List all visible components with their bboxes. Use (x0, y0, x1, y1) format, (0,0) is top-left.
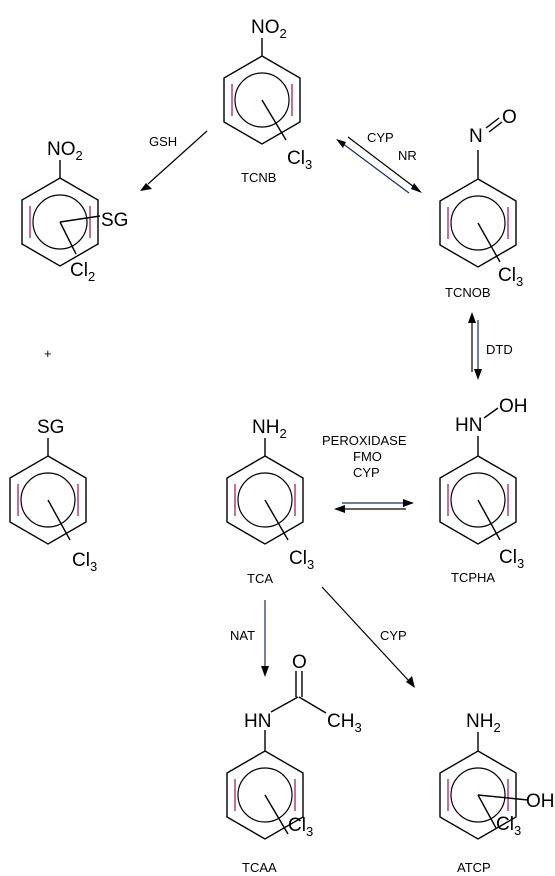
sg-adduct-chloro-group: Cl2 (70, 260, 95, 284)
tcpha-no-bond (483, 407, 499, 419)
compound-tcaa: HN O CH3 Cl3 TCAA (226, 652, 362, 875)
compound-tca: NH2 Cl3 TCA (226, 417, 314, 586)
tcpha-label: TCPHA (451, 570, 495, 585)
tcaa-label: TCAA (242, 860, 277, 875)
tcpha-chloro-group: Cl3 (499, 547, 524, 571)
label-fmo: FMO (353, 449, 382, 464)
tcaa-c-ch3-bond (298, 696, 327, 714)
atcp-amine-group: NH2 (466, 711, 501, 735)
tcnb-cl-bond (261, 99, 287, 141)
tcaa-n-c-bond (270, 696, 299, 713)
tcpha-cl-bond (477, 499, 501, 541)
tcpha-hn-group: HN (455, 415, 482, 436)
tcnob-nitrogen: N (469, 126, 483, 147)
label-nat: NAT (230, 628, 255, 643)
sg-adduct-cl-bond (59, 221, 77, 255)
tcnb-chloro-group: Cl3 (287, 148, 312, 172)
tcaa-carbonyl-oxygen: O (292, 652, 307, 673)
atcp-hydroxyl-group: OH (526, 791, 555, 812)
label-peroxidase: PEROXIDASE (322, 433, 407, 448)
atcp-oh-bond (477, 794, 529, 801)
tcnob-oxygen: O (502, 107, 517, 128)
label-cyp-nr-1: CYP (367, 130, 394, 145)
label-gsh: GSH (149, 134, 177, 149)
tcnob-no-double-bond-1 (485, 117, 500, 129)
atcp-chloro-group: Cl3 (496, 814, 521, 838)
tcnob-chloro-group: Cl3 (498, 265, 523, 289)
compound-tcnb: NO2 Cl3 TCNB (223, 17, 312, 185)
tcaa-hn-group: HN (244, 711, 271, 732)
arrow-gsh (140, 130, 208, 191)
tcnob-no-double-bond-2 (488, 121, 503, 133)
label-cyp-peroxidase: CYP (353, 465, 380, 480)
compound-tcpha: HN OH Cl3 TCPHA (439, 396, 528, 585)
tca-label: TCA (247, 571, 273, 586)
arrow-peroxidase (334, 499, 414, 513)
tcaa-cl-bond (264, 794, 289, 835)
atcp-label: ATCP (457, 860, 491, 875)
tcaa-chloro-group: Cl3 (288, 815, 313, 839)
tcnb-label: TCNB (241, 170, 276, 185)
sg-cl3-sg-group: SG (37, 417, 64, 438)
tca-cl-bond (264, 499, 289, 541)
label-cyp-nr-2: NR (398, 148, 417, 163)
tcaa-methyl-group: CH3 (327, 711, 362, 735)
tcpha-oh-group: OH (499, 396, 528, 417)
arrow-cyp-atcp (321, 586, 415, 688)
compound-sg-adduct: NO2 SG Cl2 (21, 139, 128, 284)
arrow-nat (261, 600, 269, 677)
tca-amine-group: NH2 (252, 417, 287, 441)
sg-adduct-nitro-group: NO2 (47, 139, 83, 163)
arrow-cyp-nr (336, 136, 422, 194)
arrow-dtd (468, 312, 482, 380)
label-dtd: DTD (486, 342, 513, 357)
tca-chloro-group: Cl3 (289, 548, 314, 572)
compound-tcnob: N O Cl3 TCNOB (439, 107, 523, 300)
atcp-cl-bond (477, 794, 497, 829)
tcnob-cl-bond (477, 222, 501, 263)
tcnob-label: TCNOB (445, 285, 491, 300)
sg-cl3-cl-bond (47, 499, 71, 541)
label-cyp-atcp: CYP (380, 628, 407, 643)
sg-adduct-sg-bond (59, 215, 101, 223)
plus-sign: + (44, 346, 52, 361)
sg-adduct-sg-group: SG (101, 210, 128, 231)
compound-sg-cl3: SG Cl3 (9, 417, 97, 574)
compound-atcp: NH2 OH Cl3 ATCP (439, 711, 555, 875)
tcnb-nitro-group: NO2 (251, 17, 287, 41)
sg-cl3-chloro-group: Cl3 (72, 550, 97, 574)
